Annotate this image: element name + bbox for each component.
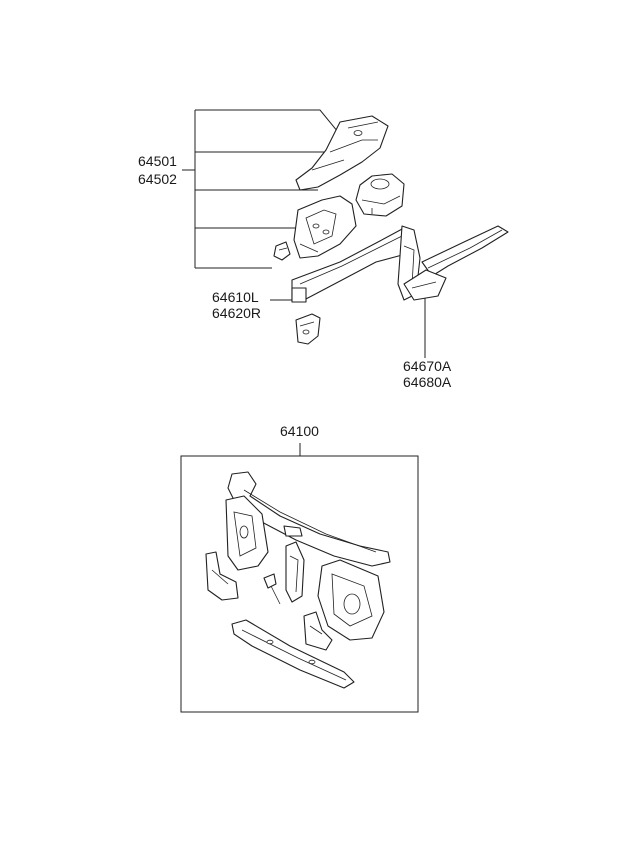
label-64620R: 64620R [212, 305, 261, 321]
center-lower-bracket [303, 611, 333, 651]
apron-inner-bracket [293, 195, 357, 259]
callout-64501-leaders [182, 109, 345, 269]
rail-front-bracket [295, 313, 321, 345]
label-64501: 64501 [138, 153, 177, 169]
fender-apron-upper-panel [295, 115, 389, 191]
center-vertical-stay [285, 541, 305, 603]
radiator-right-panel [317, 559, 385, 641]
label-64680A: 64680A [403, 374, 452, 390]
radiator-left-panel [225, 495, 269, 571]
radiator-lower-bar [231, 619, 355, 689]
bolt-part [263, 573, 281, 605]
strut-tower [355, 173, 405, 217]
rear-extension-member [403, 225, 509, 301]
small-clip-part [273, 241, 291, 261]
label-64610L: 64610L [212, 289, 259, 305]
left-lower-bracket [205, 551, 239, 601]
label-64502: 64502 [138, 171, 177, 187]
label-64100: 64100 [280, 423, 319, 439]
radiator-support-frame-box [180, 455, 419, 713]
label-64670A: 64670A [403, 358, 452, 374]
